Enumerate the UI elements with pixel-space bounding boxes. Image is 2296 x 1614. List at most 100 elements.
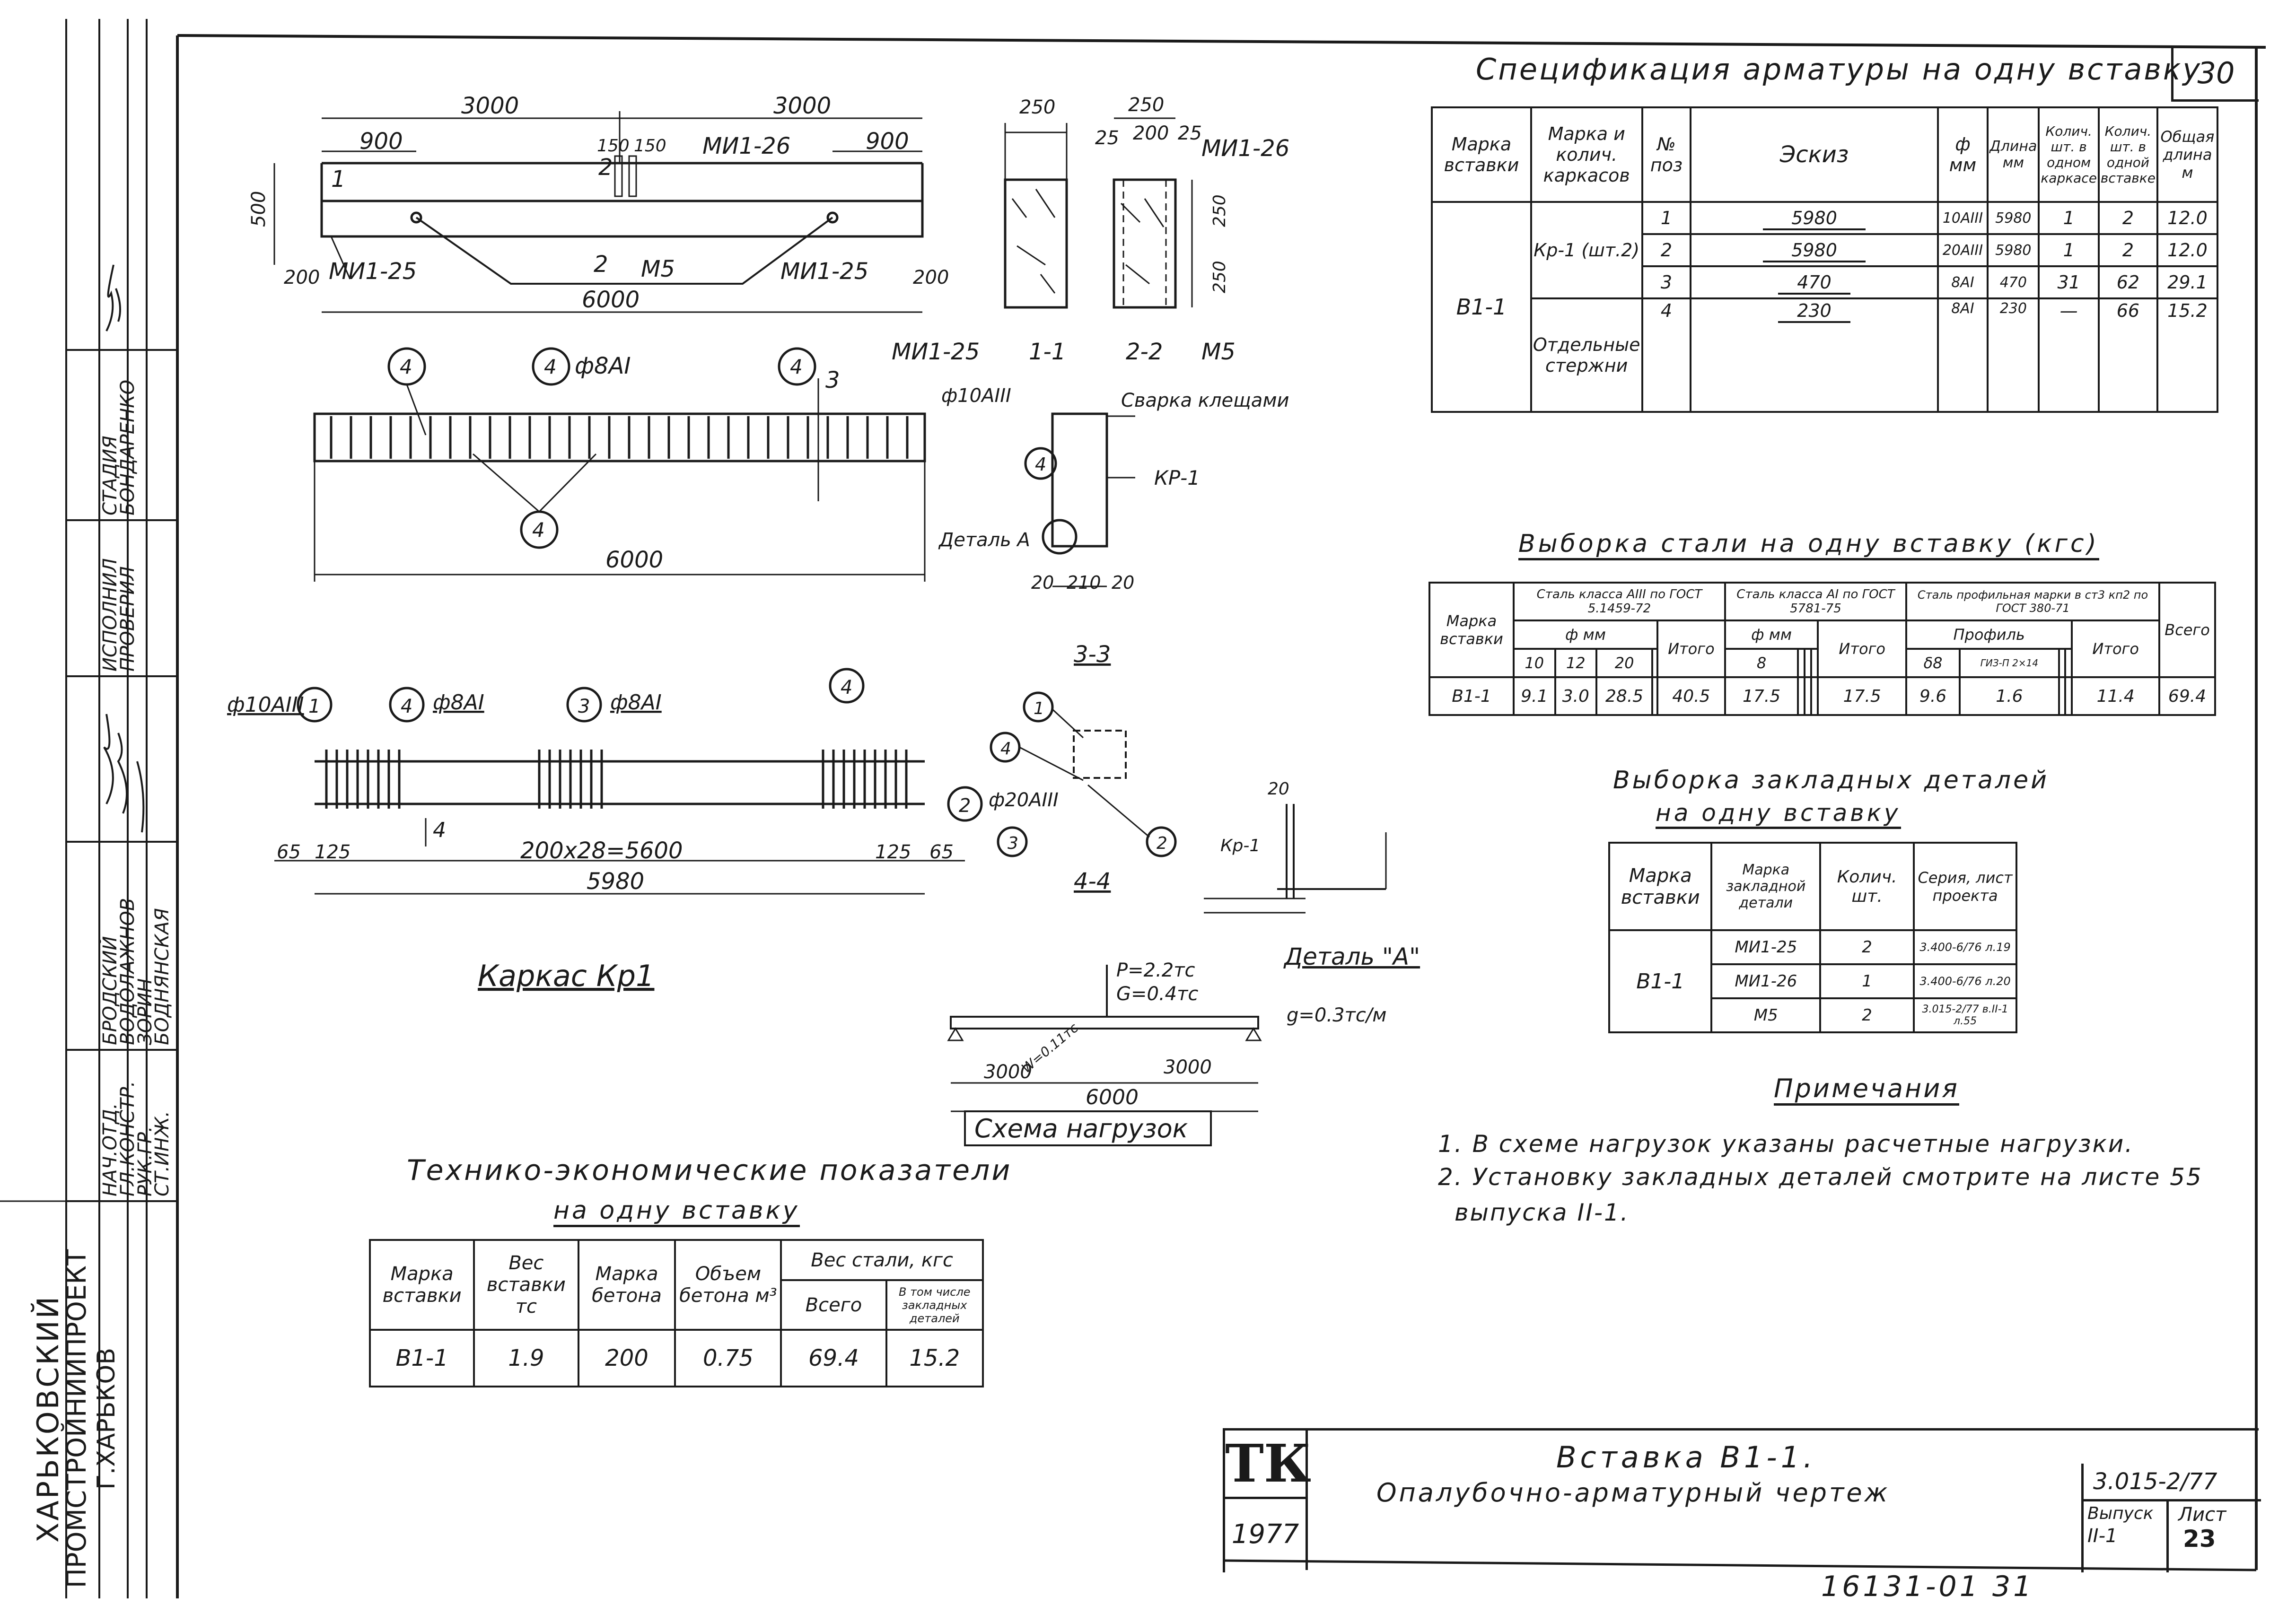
tech-r-weight: 1.9 (473, 1329, 579, 1387)
tech-h-mark: Марка вставки (368, 1239, 475, 1331)
label-mi1-26: МИ1-26 (702, 133, 790, 159)
elev-mark-4a: 4 (401, 696, 412, 717)
stamp-subtitle: Опалубочно-арматурный чертеж (1376, 1478, 1890, 1508)
steel-r-a3-0: 9.1 (1513, 676, 1556, 716)
spec-frame: Кр-1 (шт.2) (1530, 201, 1643, 299)
spec-dia-4: 8АI (1937, 297, 1989, 413)
spec-h-dia: ф мм (1937, 106, 1989, 203)
cage-detail: Деталь А (938, 529, 1030, 551)
plan-mark-4d: 4 (532, 518, 545, 541)
tech-h-concrete: Марка бетона (577, 1239, 676, 1331)
steel-c-8: 8 (1724, 648, 1799, 678)
label-mi1-25-left: МИ1-25 (329, 258, 417, 285)
tech-h-weight: Вес вставки тс (473, 1239, 579, 1331)
sec33-m4: 4 (1000, 739, 1011, 759)
spec-title: Спецификация арматуры на одну вставку (1476, 52, 2202, 87)
tech-r-steel: 69.4 (780, 1329, 887, 1387)
cage-rebar: ф10АIII (941, 385, 1011, 407)
tech-table: Марка вставки Вес вставки тс Марка бетон… (368, 1239, 984, 1387)
steel-title: Выборка стали на одну вставку (кгс) (1518, 530, 2099, 560)
cut-1: 1 (331, 166, 346, 192)
cage-mark-4: 4 (1035, 454, 1046, 475)
sec22-dim-250v2: 250 (1210, 261, 1229, 293)
load-P: P=2.2тс (1116, 960, 1195, 981)
plan-mark-4b: 4 (544, 355, 557, 378)
plan-dim-6000: 6000 (605, 547, 663, 573)
spec-q2-1: 2 (2097, 201, 2158, 235)
tech-subtitle: на одну вставку (553, 1196, 800, 1227)
steel-c-empty2 (1797, 648, 1806, 678)
steel-h-fmm-a1: ф мм (1724, 619, 1819, 650)
spec-h-pos: № поз (1641, 106, 1692, 203)
sec22-mi126: МИ1-26 (1201, 135, 1289, 162)
tech-r-mark: В1-1 (368, 1329, 475, 1387)
steel-c-empty6 (2064, 648, 2073, 678)
tech-r-volume: 0.75 (674, 1329, 782, 1387)
sec11-title: 1-1 (1029, 339, 1066, 365)
elev-mark-2: 2 (959, 795, 971, 817)
spec-dia-2: 20АIII (1937, 233, 1989, 267)
plan-mark-4c: 4 (790, 355, 803, 378)
dim-500: 500 (248, 191, 270, 227)
spec-table: Марка вставки Марка и колич. каркасов № … (1431, 106, 2219, 413)
stamp-issue: II-1 (2087, 1525, 2118, 1547)
steel-c-giz: ГИЗ-П 2×14 (1959, 648, 2060, 678)
spec-total-3: 29.1 (2156, 265, 2219, 299)
elev-dim-125b: 125 (875, 841, 911, 863)
spec-len-1: 5980 (1987, 201, 2040, 235)
steel-r-grand: 69.4 (2158, 676, 2216, 716)
sec22-dim-25b: 25 (1178, 122, 1202, 144)
frame-title: Каркас Кр1 (478, 959, 654, 993)
spec-q1-4: — (2038, 297, 2100, 413)
detail-a-dim: 20 (1268, 779, 1289, 799)
emb-qty-3: 2 (1819, 997, 1915, 1033)
sec44-title: 4-4 (1074, 868, 1111, 895)
tech-title: Технико-экономические показатели (407, 1154, 1012, 1187)
steel-h-prof: Сталь профильная марки в ст3 кп2 по ГОСТ… (1905, 582, 2160, 621)
frame-plan (313, 347, 926, 582)
steel-r-empty2 (1797, 676, 1806, 716)
load-dim-3000b: 3000 (1164, 1056, 1212, 1078)
steel-h-a1: Сталь класса AI по ГОСТ 5781-75 (1724, 582, 1908, 621)
elev-rebar3: ф8АI (610, 690, 662, 715)
cut-2b: 2 (594, 251, 608, 278)
elev-rebar1: ф10АIII (227, 693, 304, 717)
sec22-dim-25a: 25 (1095, 127, 1119, 149)
spec-q2-2: 2 (2097, 233, 2158, 267)
elev-dim-65b: 65 (929, 841, 954, 863)
sec11-dim: 250 (1019, 96, 1055, 118)
emb-part-1: МИ1-25 (1710, 929, 1822, 965)
spec-dia-1: 10АIII (1937, 201, 1989, 235)
emb-part-2: МИ1-26 (1710, 963, 1822, 999)
dim-3000-left: 3000 (461, 93, 519, 119)
section-2-2 (1113, 117, 1193, 309)
load-dim-6000: 6000 (1086, 1085, 1139, 1109)
dim-900-right: 900 (866, 128, 909, 155)
steel-r-empty3 (1804, 676, 1813, 716)
steel-r-a3-total: 40.5 (1656, 676, 1726, 716)
spec-len-4: 230 (1987, 297, 2040, 413)
spec-h-total: Общая длина м (2156, 106, 2219, 203)
steel-h-total-prof: Итого (2071, 619, 2160, 678)
plan-cut: 3 (825, 367, 840, 393)
dim-6000-elev: 6000 (582, 287, 640, 313)
spec-sketch-4: 230 (1690, 297, 1939, 413)
elev-mark-1: 1 (308, 696, 320, 717)
stamp-series: 3.015-2/77 (2093, 1468, 2217, 1495)
cage-dim-210: 210 (1067, 572, 1101, 593)
stamp-year: 1977 (1225, 1499, 1308, 1570)
stamp-right: 3.015-2/77 Выпуск II-1 Лист 23 (2081, 1464, 2261, 1572)
embedded-subtitle: на одну вставку (1656, 799, 1901, 829)
notes-item-2: 2. Установку закладных деталей смотрите … (1438, 1163, 2203, 1191)
steel-r-empty1 (1651, 676, 1658, 716)
spec-q2-3: 62 (2097, 265, 2158, 299)
spec-sketch-3: 470 (1690, 265, 1939, 299)
steel-h-a3: Сталь класса AIII по ГОСТ 5.1459-72 (1513, 582, 1726, 621)
tech-h-steel: Вес стали, кгс (780, 1239, 984, 1281)
stamp-issue-label: Выпуск (2087, 1504, 2154, 1523)
steel-r-a3-2: 28.5 (1595, 676, 1654, 716)
spec-pos-3: 3 (1641, 265, 1692, 299)
sec22-dim-200: 200 (1133, 122, 1169, 144)
